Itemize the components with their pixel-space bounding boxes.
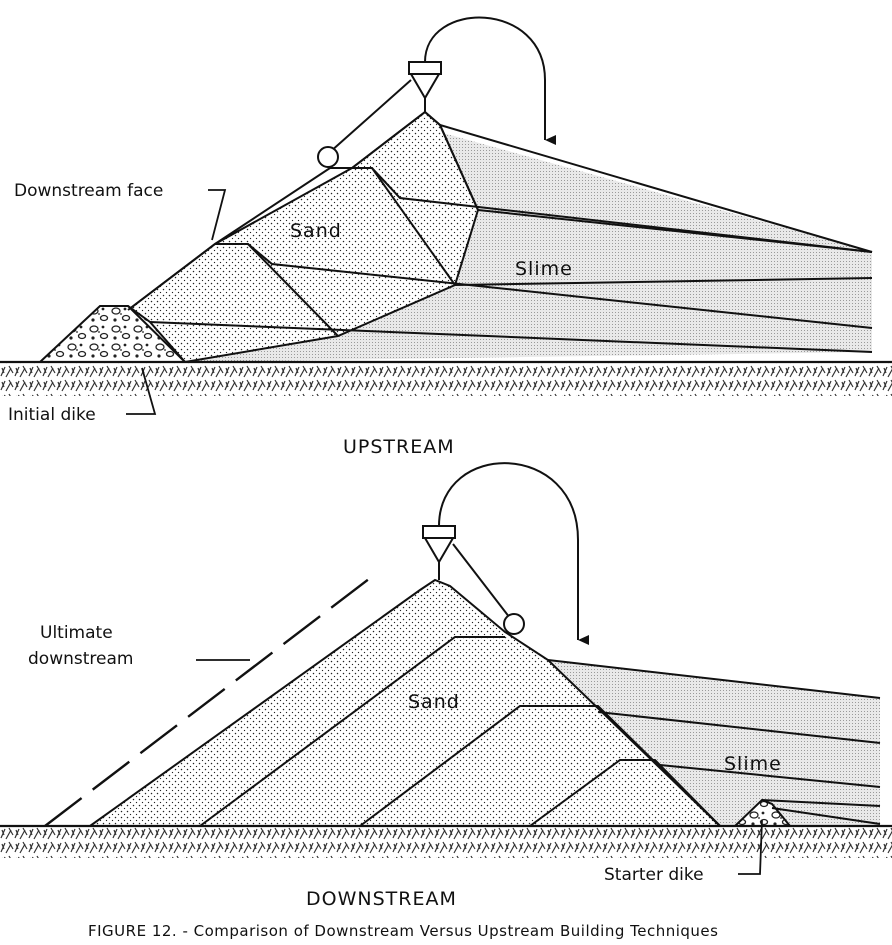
downstream-discharge-arrow (438, 462, 589, 645)
upstream-title: UPSTREAM (343, 436, 455, 458)
downstream-slime-label: Slime (724, 753, 782, 775)
ultimate-downstream-label-line1: Ultimate (40, 623, 113, 643)
upstream-initial-dike-label: Initial dike (8, 405, 96, 425)
ultimate-downstream-label-line2: downstream (28, 649, 133, 669)
upstream-slime-label: Slime (515, 258, 573, 280)
upstream-initial-dike-leader (126, 367, 157, 415)
downstream-sand-label: Sand (408, 691, 460, 713)
upstream-cyclone-icon (317, 61, 442, 168)
downstream-panel: Ultimate downstream Sand Slime Starter d… (0, 462, 892, 910)
upstream-downstream-face-leader (208, 189, 227, 241)
downstream-ground (0, 826, 892, 858)
upstream-ground (0, 362, 892, 396)
downstream-title: DOWNSTREAM (306, 888, 457, 910)
upstream-discharge-arrow (424, 16, 556, 145)
upstream-panel: Downstream face Sand Slime Initial dike … (0, 16, 892, 458)
downstream-slime-zone (548, 660, 880, 826)
upstream-downstream-face-label: Downstream face (14, 181, 163, 201)
figure-caption: FIGURE 12. - Comparison of Downstream Ve… (88, 922, 718, 940)
upstream-stage-lines (100, 110, 873, 363)
starter-dike-label: Starter dike (604, 865, 704, 885)
ultimate-downstream-line (44, 571, 379, 827)
starter-dike-leader (738, 819, 763, 875)
upstream-sand-label: Sand (290, 220, 342, 242)
downstream-stage-lines (199, 636, 881, 827)
